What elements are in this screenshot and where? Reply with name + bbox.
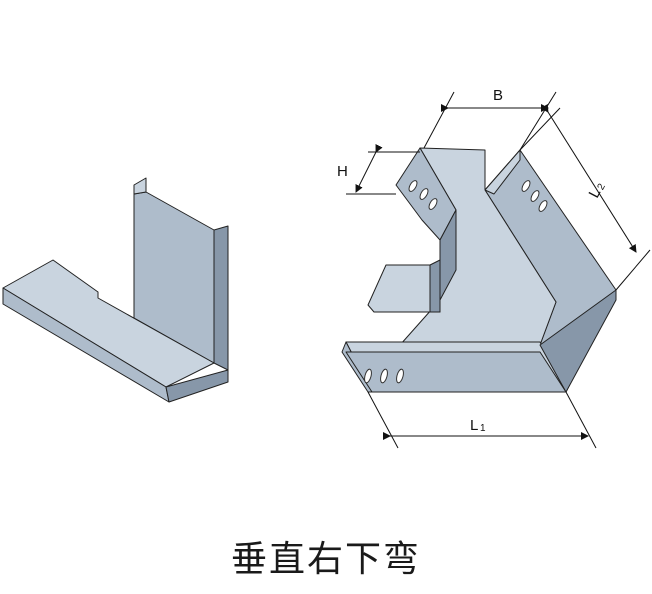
tray-wall-flange <box>133 177 147 195</box>
dimension-b-label: B <box>493 87 503 104</box>
bend-back-flange <box>484 149 521 195</box>
dimension-l2-arrow <box>540 103 637 253</box>
diagram-caption: 垂直右下弯 <box>230 539 421 580</box>
dimension-l1-sub: 1 <box>480 423 486 434</box>
dimension-l1-label: L 1 <box>470 417 486 434</box>
dimension-h-label: H <box>337 163 348 180</box>
dimension-l2-sub: 2 <box>596 182 609 192</box>
l-shaped-tray-illustration <box>2 177 229 403</box>
bend-tab-top <box>367 264 441 313</box>
vertical-right-down-bend-illustration <box>341 147 617 393</box>
tray-bottom-edge <box>165 369 229 403</box>
bend-bottom-face <box>345 351 567 393</box>
dimension-l2-label: L 2 <box>586 182 609 201</box>
tray-side-panel <box>213 225 229 371</box>
bend-tab-side <box>429 259 441 313</box>
dimension-l1-main: L <box>470 417 478 434</box>
bend-right-face <box>539 289 617 393</box>
dimension-lines <box>346 91 651 449</box>
dimension-h-arrow <box>355 143 383 193</box>
